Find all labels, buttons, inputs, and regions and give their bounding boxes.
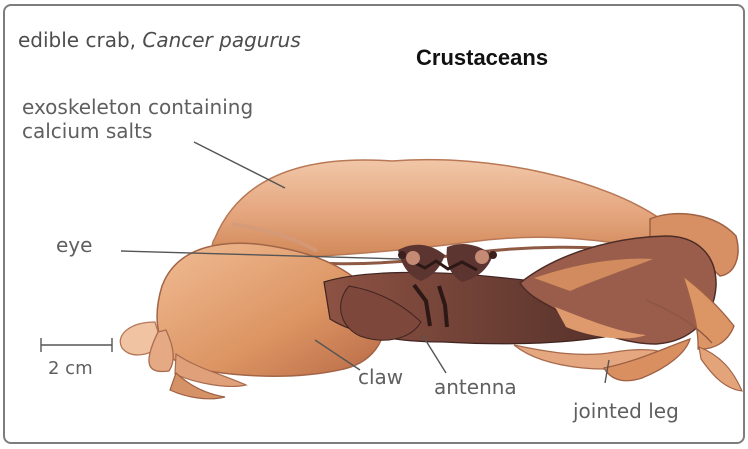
scale-label: 2 cm <box>48 358 93 379</box>
crab-carapace <box>212 160 662 260</box>
claw-label: claw <box>358 366 403 390</box>
jointed-leg-label: jointed leg <box>573 400 679 424</box>
antenna-label: antenna <box>434 376 517 400</box>
eye-label: eye <box>56 234 92 258</box>
